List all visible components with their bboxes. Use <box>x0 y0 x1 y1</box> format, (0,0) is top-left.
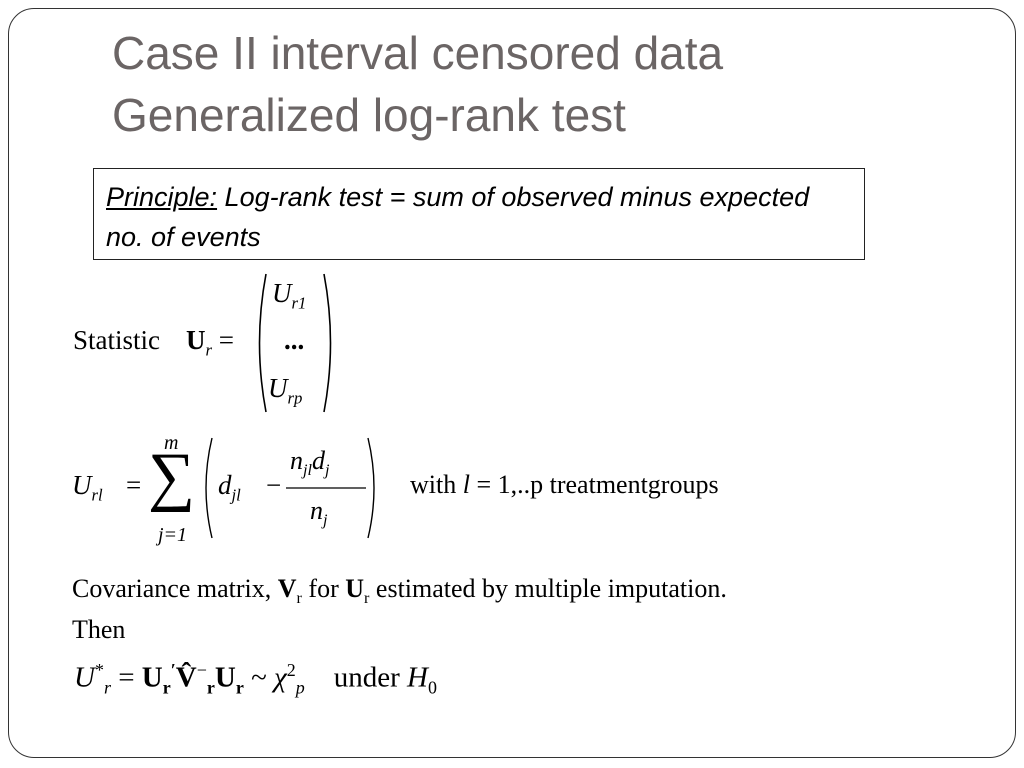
statistic-brackets <box>258 273 332 413</box>
url-equals: = <box>126 470 142 500</box>
sum-symbol: ∑ <box>148 440 196 513</box>
sum-upper-limit: m <box>164 432 179 454</box>
fraction-numerator: njldj <box>290 446 330 480</box>
sum-lower-limit: j=1 <box>158 524 188 546</box>
title-line-2: Generalized log-rank test <box>112 89 626 141</box>
url-parentheses <box>205 437 375 539</box>
minus-sign: − <box>266 470 282 500</box>
statistic-entry-mid: ... <box>284 325 305 355</box>
principle-label: Principle: <box>106 182 218 212</box>
statistic-vector: Ur = <box>186 325 234 360</box>
final-formula: U*r = Ur′V̂−rUr ~ χ2p under H0 <box>74 660 437 698</box>
fraction-denominator: nj <box>310 496 328 530</box>
term-d: djl <box>218 470 241 505</box>
slide-frame <box>8 8 1016 758</box>
covariance-line: Covariance matrix, Vr for Ur estimated b… <box>72 574 727 608</box>
principle-box: Principle: Log-rank test = sum of observ… <box>93 168 865 260</box>
title-line-1: Case II interval censored data <box>112 27 724 79</box>
slide-title: Case II interval censored data Generaliz… <box>112 22 723 146</box>
statistic-entry-bottom: Urp <box>268 373 303 408</box>
statistic-label: Statistic <box>73 325 160 355</box>
url-lhs: Url <box>72 470 103 505</box>
with-clause: with l = 1,..p treatmentgroups <box>410 470 719 499</box>
principle-text: Log-rank test = sum of observed minus ex… <box>106 182 810 252</box>
statistic-entry-top: Ur1 <box>272 278 307 313</box>
then-label: Then <box>72 615 126 644</box>
